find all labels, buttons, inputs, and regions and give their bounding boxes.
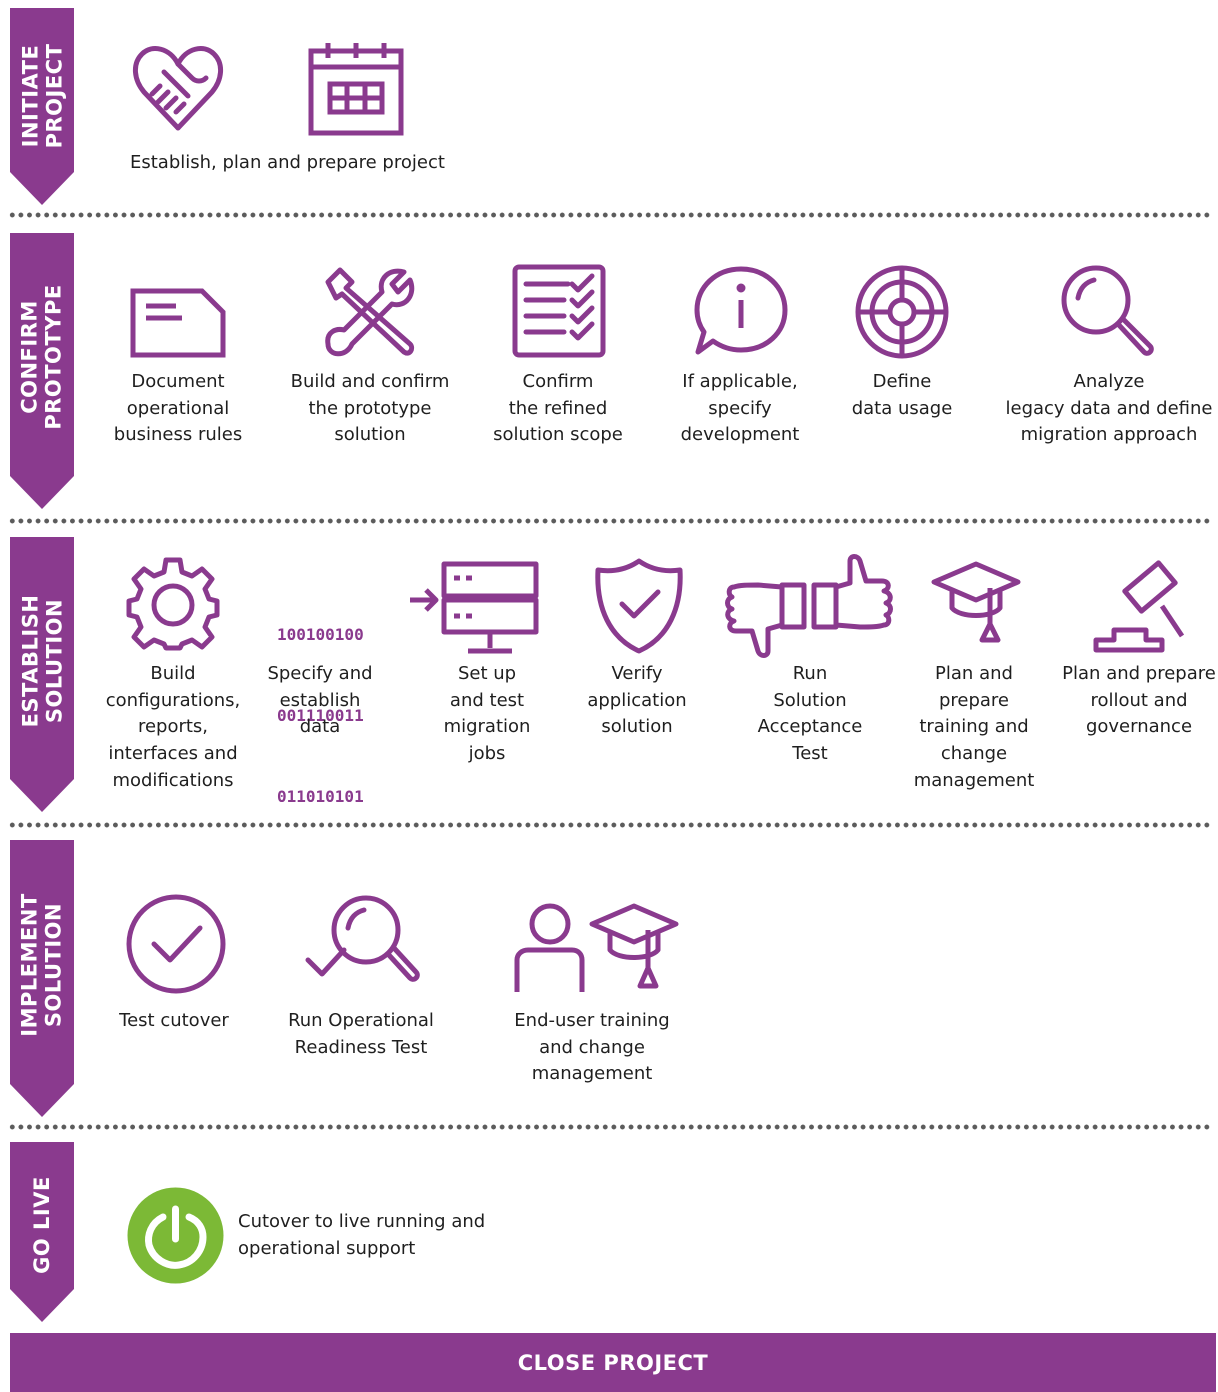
step-caption: Test cutover [119,1010,229,1031]
step-caption: Document operational business rules [113,371,243,446]
initiate-caption: Establish, plan and prepare project [130,152,445,173]
close-project-bar: CLOSE PROJECT [10,1333,1216,1392]
phase-divider [8,212,1212,218]
magnifier-icon [1060,264,1156,360]
golive-caption: Cutover to live running and operational … [238,1211,486,1259]
step-caption: Set up and test migration jobs [443,663,531,765]
phase-label: INITIATE PROJECT [18,43,66,148]
phase-divider [8,518,1212,524]
server-arrow-icon [408,560,540,656]
binary-line: 100100100 [277,625,364,644]
phase-tab-golive: GO LIVE [10,1142,74,1322]
check-magnifier-icon [305,894,426,990]
gear-icon [126,557,220,651]
step-caption: Confirm the refined solution scope [493,371,623,446]
phase-label: ESTABLISH SOLUTION [18,594,67,728]
heart-handshake-icon [130,42,226,134]
power-icon [127,1187,224,1284]
step-caption: Define data usage [851,371,953,419]
phase-tab-implement: IMPLEMENT SOLUTION [10,840,74,1117]
phase-label: GO LIVE [30,1175,55,1274]
phase-tab-confirm: CONFIRM PROTOTYPE [10,233,74,509]
step-caption: Build configurations, reports, interface… [105,663,241,791]
calendar-icon [308,42,404,136]
binary-data-icon: 100100100 001110011 011010101 [277,567,364,837]
step-caption: Plan and prepare training and change man… [913,663,1035,791]
step-caption: Analyze legacy data and define migration… [1005,371,1213,446]
envelope-icon [130,288,226,358]
step-caption: Run Solution Acceptance Test [757,663,863,765]
shield-check-icon [594,558,684,654]
graduation-cap-icon [930,560,1022,646]
phase-tab-establish: ESTABLISH SOLUTION [10,537,74,812]
phase-label: IMPLEMENT SOLUTION [18,893,67,1037]
wrench-screwdriver-icon [322,264,418,360]
phase-divider [8,1124,1212,1130]
step-caption: If applicable, specify development [680,371,800,446]
step-caption: Verify application solution [587,663,687,738]
phase-divider [8,822,1212,828]
binary-line: 001110011 [277,706,364,725]
info-speech-bubble-icon [694,266,788,356]
user-graduation-icon [514,902,684,994]
phase-label: CONFIRM PROTOTYPE [18,284,67,430]
phase-tab-initiate: INITIATE PROJECT [10,8,74,205]
gavel-icon [1092,556,1186,653]
close-project-label: CLOSE PROJECT [517,1350,709,1375]
step-caption: Plan and prepare rollout and governance [1062,663,1216,738]
check-circle-icon [126,894,226,994]
target-icon [854,264,950,360]
binary-line: 011010101 [277,787,364,806]
checklist-icon [512,264,606,358]
step-caption: End-user training and change management [514,1010,670,1085]
step-caption: Run Operational Readiness Test [288,1010,434,1058]
step-caption: Specify and establish data [267,663,373,738]
thumbs-down-up-icon [724,554,894,659]
step-caption: Build and confirm the prototype solution [290,371,450,446]
